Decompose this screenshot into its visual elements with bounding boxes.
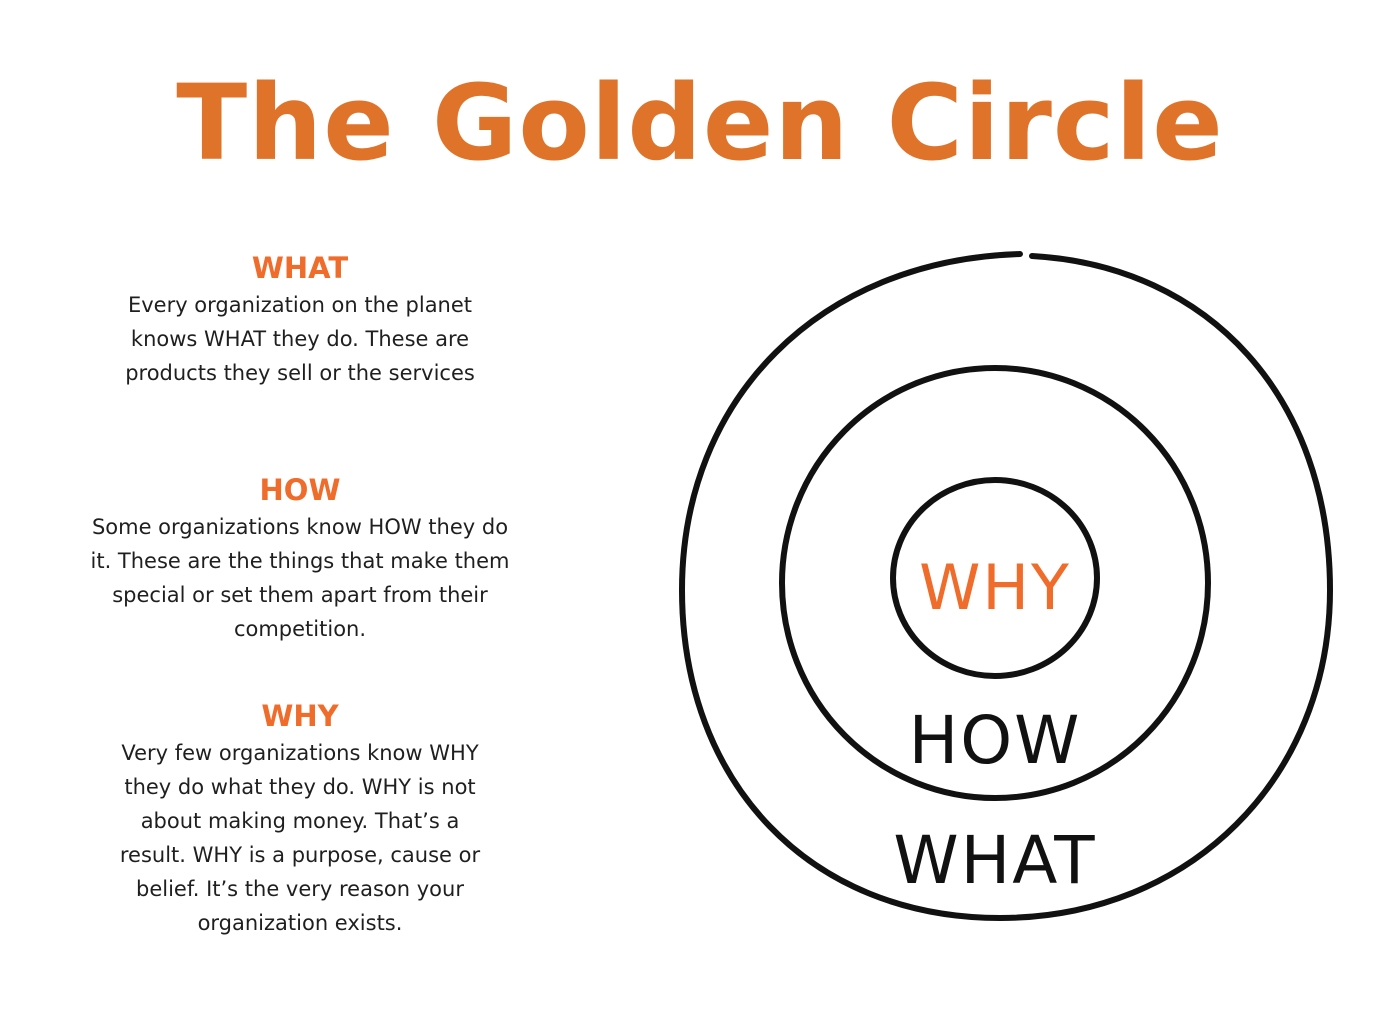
inner-circle	[890, 477, 1100, 679]
section-heading-what: WHAT	[251, 251, 349, 285]
middle-circle	[779, 365, 1211, 801]
section-why: WHY Very few organizations know WHY they…	[90, 698, 510, 940]
section-body-what: Every organization on the planet knows W…	[125, 293, 475, 385]
section-what: WHAT Every organization on the planet kn…	[90, 250, 510, 390]
section-heading-how: HOW	[259, 473, 341, 507]
section-heading-why: WHY	[261, 699, 339, 733]
diagram-label-how: HOW	[909, 702, 1082, 779]
section-how: HOW Some organizations know HOW they do …	[90, 472, 510, 646]
page-title: The Golden Circle	[176, 62, 1224, 184]
golden-circle-diagram: WHY HOW WHAT	[650, 238, 1350, 938]
golden-circle-svg: WHY HOW WHAT	[678, 251, 1334, 922]
outer-circle	[678, 251, 1334, 922]
section-body-why: Very few organizations know WHY they do …	[119, 741, 481, 935]
diagram-label-why: WHY	[919, 551, 1071, 624]
section-body-how: Some organizations know HOW they do it. …	[90, 515, 510, 641]
diagram-label-what: WHAT	[893, 822, 1096, 899]
